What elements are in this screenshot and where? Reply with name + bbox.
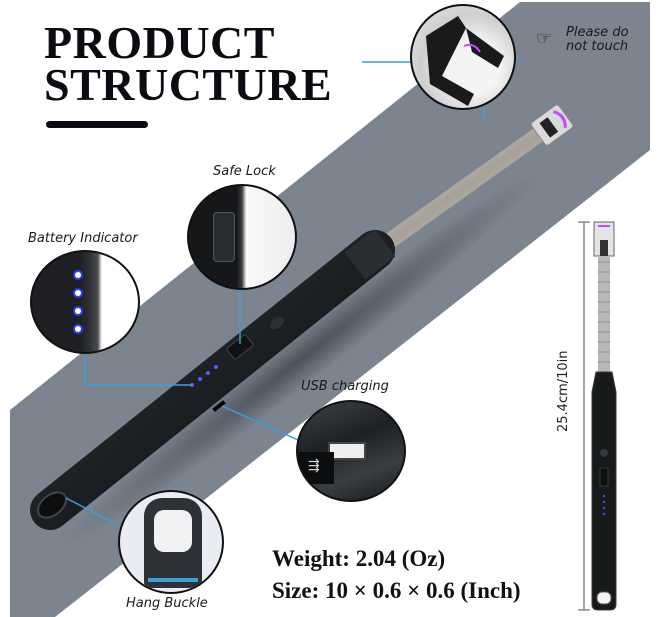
safe-lock-label: Safe Lock bbox=[213, 164, 276, 179]
lighter-body bbox=[30, 230, 395, 530]
hang-buckle-label: Hang Buckle bbox=[126, 596, 208, 611]
usb-icon: ⇶ bbox=[308, 458, 320, 474]
title-underline bbox=[46, 121, 148, 128]
safe-lock-zoom-circle bbox=[187, 184, 297, 290]
usb-port bbox=[212, 400, 226, 412]
pointing-hand-icon: ☞ bbox=[536, 28, 553, 49]
hang-buckle-hole bbox=[36, 491, 68, 519]
usb-charging-zoom-circle: ⇶ bbox=[296, 400, 406, 502]
page-title: PRODUCT STRUCTURE bbox=[44, 17, 333, 110]
title-line-1: PRODUCT bbox=[44, 17, 275, 68]
lock-switch-detail bbox=[213, 212, 235, 262]
battery-led bbox=[214, 365, 218, 369]
battery-indicator-zoom-circle bbox=[30, 250, 140, 354]
battery-indicator-label: Battery Indicator bbox=[28, 231, 138, 246]
ignition-button bbox=[269, 316, 285, 330]
usb-charging-label: USB charging bbox=[301, 379, 389, 394]
size-spec: Size: 10 × 0.6 × 0.6 (Inch) bbox=[272, 578, 521, 603]
weight-spec: Weight: 2.04 (Oz) bbox=[272, 546, 446, 571]
lock-switch bbox=[226, 334, 254, 360]
length-dimension-label: 25.4cm/10in bbox=[556, 350, 571, 432]
ignition-head bbox=[530, 104, 574, 146]
hang-buckle-zoom-circle bbox=[118, 490, 224, 594]
tip-warning-line-1: Please do bbox=[566, 25, 629, 40]
tip-warning-label: Please do not touch bbox=[566, 26, 629, 54]
battery-led bbox=[198, 377, 202, 381]
extension-rod bbox=[362, 127, 546, 263]
tip-zoom-circle bbox=[410, 4, 516, 110]
title-line-2: STRUCTURE bbox=[44, 59, 333, 110]
full-length-view bbox=[578, 221, 617, 611]
tip-warning-line-2: not touch bbox=[566, 39, 629, 54]
battery-led bbox=[206, 371, 210, 375]
